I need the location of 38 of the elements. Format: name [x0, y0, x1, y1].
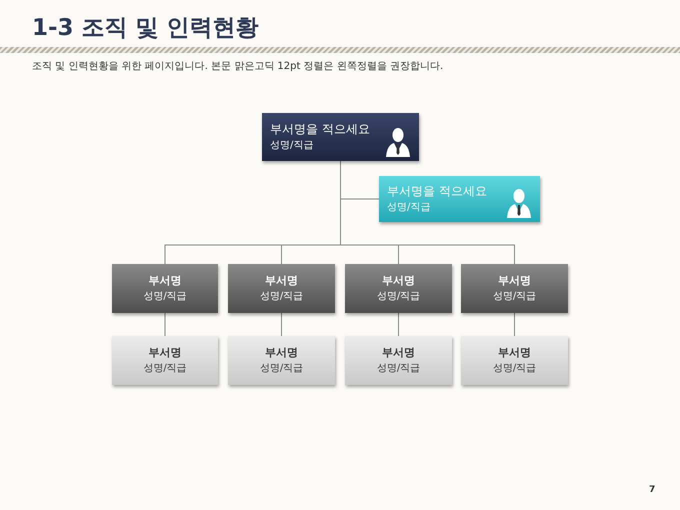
page-number: 7 [649, 484, 656, 497]
name-position: 성명/직급 [376, 362, 420, 376]
name-position: 성명/직급 [260, 362, 304, 376]
team-box [112, 336, 218, 385]
connector-line [281, 312, 282, 336]
department-name: 부서명 [265, 274, 298, 288]
team-box [228, 336, 335, 385]
department-name: 부서명 [498, 274, 531, 288]
name-position: 성명/직급 [260, 290, 304, 304]
department-name: 부서명 [382, 346, 415, 360]
department-name: 부서명 [498, 346, 531, 360]
name-position: 성명/직급 [143, 362, 187, 376]
department-box [112, 264, 218, 313]
department-name: 부서명 [148, 346, 182, 360]
connector-line [340, 160, 515, 264]
department-box [345, 264, 452, 313]
assistant-box [379, 176, 540, 222]
manager-box [262, 113, 419, 161]
name-position: 성명/직급 [143, 290, 187, 304]
department-name: 부서명 [265, 346, 298, 360]
team-box [345, 336, 452, 385]
department-name: 부서명 [382, 274, 415, 288]
name-position: 성명/직급 [270, 140, 314, 152]
name-position: 성명/직급 [387, 202, 430, 214]
name-position: 성명/직급 [492, 290, 536, 304]
team-box [461, 336, 568, 385]
description-text: 조직 및 인력현황을 위한 페이지입니다. 본문 맑은고딕 12pt 정렬은 왼쪽정렬을 권장합니다. [32, 60, 444, 74]
connector-line [164, 312, 166, 336]
department-name: 부서명 [148, 274, 182, 288]
connector-line [398, 312, 399, 336]
name-position: 성명/직급 [376, 290, 420, 304]
department-name: 부서명을 적으세요 [387, 184, 487, 199]
department-name: 부서명을 적으세요 [270, 122, 370, 137]
department-box [228, 264, 335, 313]
name-position: 성명/직급 [492, 362, 536, 376]
title: 1-3 조직 및 인력현황 [32, 14, 259, 43]
connector-line [514, 312, 515, 336]
department-box [461, 264, 568, 313]
